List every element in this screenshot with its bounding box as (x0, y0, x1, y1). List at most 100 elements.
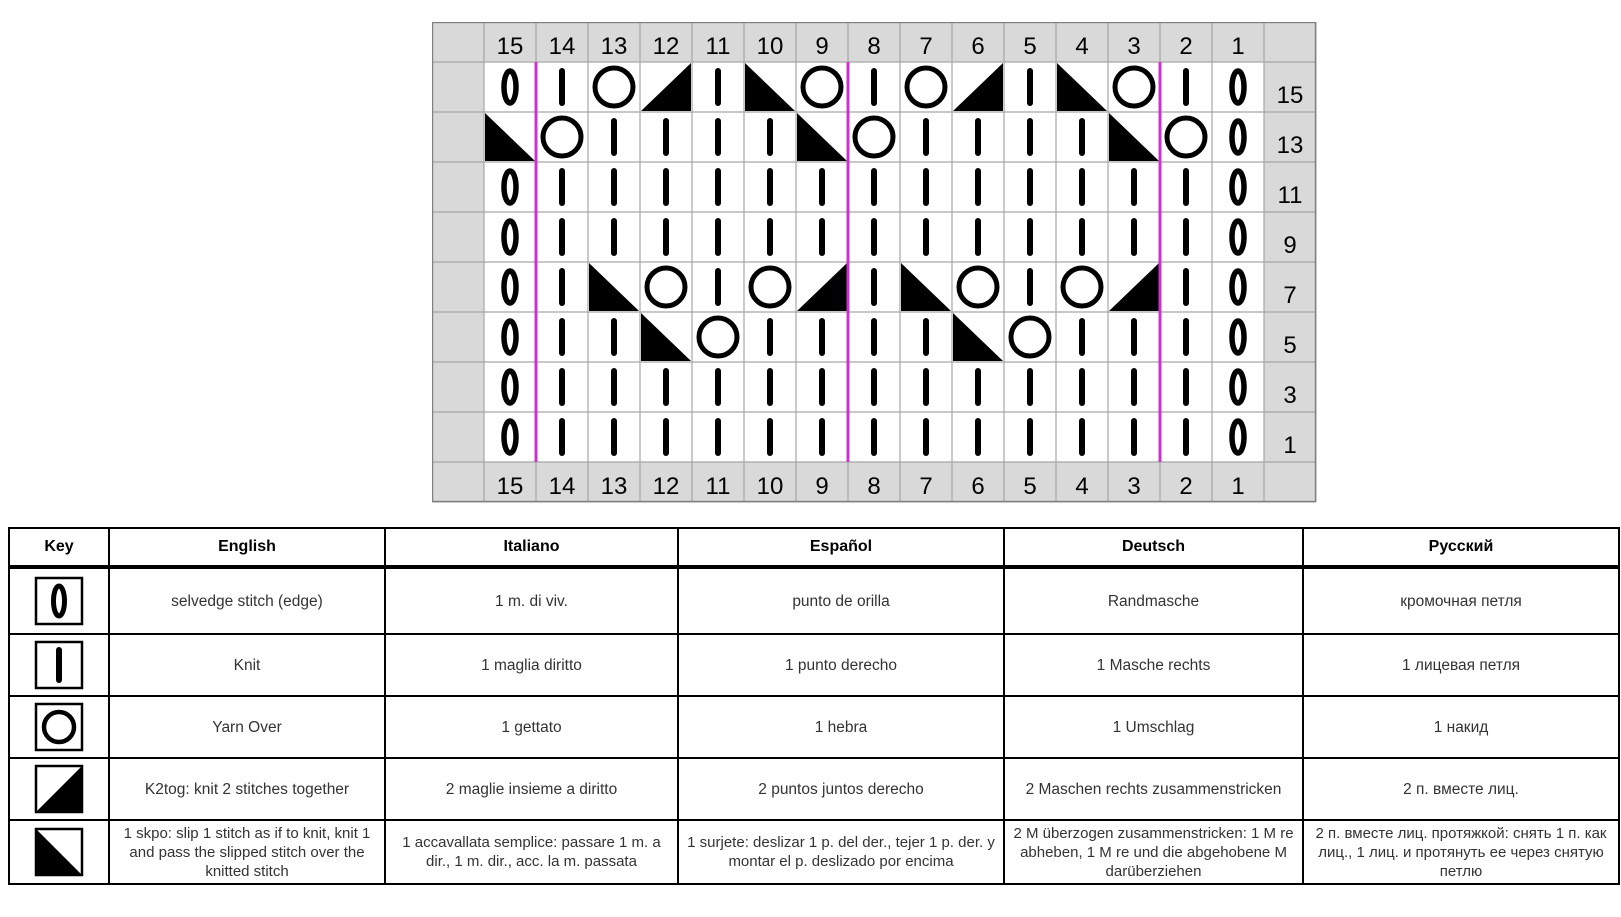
key-english: Knit (110, 635, 386, 697)
row-number: 9 (1283, 232, 1296, 259)
key-italiano: 2 maglie insieme a diritto (386, 759, 679, 821)
yarn-over-icon (592, 65, 636, 109)
column-number-top: 1 (1231, 33, 1244, 60)
column-number-top: 10 (757, 33, 784, 60)
key-row-skpo: 1 skpo: slip 1 stitch as if to knit, kni… (10, 821, 1618, 883)
column-number-bottom: 12 (653, 473, 680, 500)
selvedge-stitch-icon (501, 68, 519, 106)
column-number-bottom: 7 (919, 473, 932, 500)
knit-stitch-icon (34, 640, 84, 690)
column-number-top: 2 (1179, 33, 1192, 60)
column-number-bottom: 5 (1023, 473, 1036, 500)
key-row-knit: Knit 1 maglia diritto 1 punto derecho 1 … (10, 635, 1618, 697)
selvedge-stitch-icon (501, 318, 519, 356)
column-number-top: 4 (1075, 33, 1088, 60)
chart-footer-band (432, 462, 1316, 502)
key-deutsch: Randmasche (1005, 569, 1304, 635)
key-row-k2tog: K2tog: knit 2 stitches together 2 maglie… (10, 759, 1618, 821)
column-number-bottom: 13 (601, 473, 628, 500)
column-number-top: 6 (971, 33, 984, 60)
key-deutsch: 1 Umschlag (1005, 697, 1304, 759)
column-number-bottom: 9 (815, 473, 828, 500)
key-deutsch: 1 Masche rechts (1005, 635, 1304, 697)
key-espanol: 1 surjete: deslizar 1 p. del der., tejer… (679, 821, 1005, 883)
chart-grid: 1515141413131212111110109988776655443322… (432, 22, 1317, 503)
key-symbol-cell (10, 569, 110, 635)
k2tog-icon (797, 263, 847, 311)
skpo-icon (953, 313, 1003, 361)
column-number-top: 13 (601, 33, 628, 60)
chart-border (432, 22, 1316, 502)
selvedge-stitch-icon (1229, 118, 1247, 156)
column-number-bottom: 10 (757, 473, 784, 500)
yarn-over-icon (1164, 115, 1208, 159)
column-number-top: 12 (653, 33, 680, 60)
column-number-bottom: 6 (971, 473, 984, 500)
header-russian: Русский (1304, 529, 1618, 569)
key-espanol: punto de orilla (679, 569, 1005, 635)
skpo-icon (1057, 63, 1107, 111)
key-table-header-row: Key English Italiano Español Deutsch Рус… (10, 529, 1618, 569)
key-deutsch: 2 Maschen rechts zusammenstricken (1005, 759, 1304, 821)
yarn-over-icon (644, 265, 688, 309)
selvedge-stitch-icon (1229, 68, 1247, 106)
row-number: 13 (1277, 132, 1304, 159)
row-number: 5 (1283, 332, 1296, 359)
column-number-bottom: 2 (1179, 473, 1192, 500)
column-number-top: 14 (549, 33, 576, 60)
k2tog-icon (34, 764, 84, 814)
key-russian: 1 накид (1304, 697, 1618, 759)
k2tog-icon (953, 63, 1003, 111)
yarn-over-icon (904, 65, 948, 109)
key-english: K2tog: knit 2 stitches together (110, 759, 386, 821)
selvedge-stitch-icon (34, 576, 84, 626)
selvedge-stitch-icon (1229, 168, 1247, 206)
column-number-top: 15 (497, 33, 524, 60)
yarn-over-icon (696, 315, 740, 359)
yarn-over-icon (800, 65, 844, 109)
selvedge-stitch-icon (501, 268, 519, 306)
yarn-over-icon (956, 265, 1000, 309)
key-symbol-cell (10, 635, 110, 697)
row-number: 11 (1278, 182, 1303, 209)
key-english: Yarn Over (110, 697, 386, 759)
header-italiano: Italiano (386, 529, 679, 569)
key-espanol: 2 puntos juntos derecho (679, 759, 1005, 821)
key-english: selvedge stitch (edge) (110, 569, 386, 635)
selvedge-stitch-icon (1229, 218, 1247, 256)
key-italiano: 1 m. di viv. (386, 569, 679, 635)
column-number-top: 5 (1023, 33, 1036, 60)
key-espanol: 1 hebra (679, 697, 1005, 759)
column-number-top: 9 (815, 33, 828, 60)
column-number-top: 3 (1127, 33, 1140, 60)
header-deutsch: Deutsch (1005, 529, 1304, 569)
key-russian: 2 п. вместе лиц. (1304, 759, 1618, 821)
key-english: 1 skpo: slip 1 stitch as if to knit, kni… (110, 821, 386, 883)
column-number-top: 11 (706, 33, 731, 60)
yarn-over-icon (1008, 315, 1052, 359)
yarn-over-icon (1060, 265, 1104, 309)
selvedge-stitch-icon (1229, 268, 1247, 306)
key-symbol-cell (10, 697, 110, 759)
header-english: English (110, 529, 386, 569)
skpo-icon (589, 263, 639, 311)
skpo-icon (745, 63, 795, 111)
skpo-icon (34, 827, 84, 877)
key-russian: кромочная петля (1304, 569, 1618, 635)
key-italiano: 1 maglia diritto (386, 635, 679, 697)
key-row-selvedge: selvedge stitch (edge) 1 m. di viv. punt… (10, 569, 1618, 635)
yarn-over-icon (748, 265, 792, 309)
selvedge-stitch-icon (501, 168, 519, 206)
header-espanol: Español (679, 529, 1005, 569)
yarn-over-icon (34, 702, 84, 752)
column-number-bottom: 3 (1127, 473, 1140, 500)
key-russian: 2 п. вместе лиц. протяжкой: снять 1 п. к… (1315, 824, 1607, 880)
selvedge-stitch-icon (1229, 368, 1247, 406)
symbol-key-table: Key English Italiano Español Deutsch Рус… (8, 527, 1620, 885)
column-number-top: 7 (919, 33, 932, 60)
column-number-bottom: 14 (549, 473, 576, 500)
k2tog-icon (1109, 263, 1159, 311)
yarn-over-icon (1112, 65, 1156, 109)
header-key: Key (10, 529, 110, 569)
column-number-top: 8 (867, 33, 880, 60)
